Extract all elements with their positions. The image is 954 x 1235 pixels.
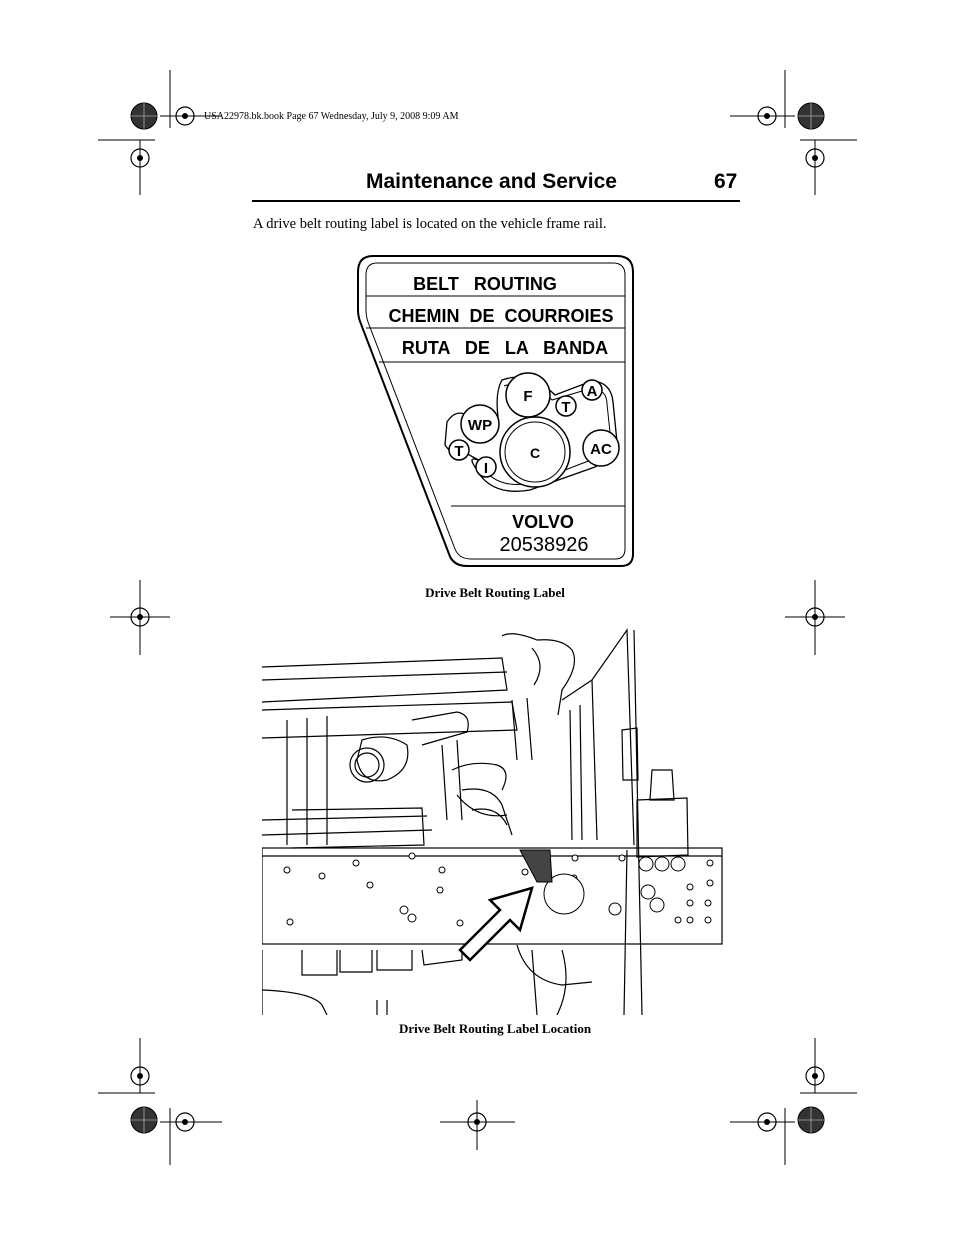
caption-belt-routing-label: Drive Belt Routing Label [425, 585, 565, 600]
title-rule [252, 200, 740, 202]
label-brand: VOLVO [512, 512, 574, 532]
pulley-f: F [523, 388, 532, 405]
body-text: A drive belt routing label is located on… [253, 216, 607, 232]
pulley-a: A [587, 383, 598, 400]
pulley-t-lower: T [454, 443, 463, 460]
engine-frame-illustration [262, 628, 723, 1015]
caption-label-location: Drive Belt Routing Label Location [398, 1021, 592, 1036]
pulley-i: I [484, 460, 488, 477]
page-number: 67 [714, 170, 738, 193]
section-title: Maintenance and Service [366, 170, 617, 193]
label-line-2: CHEMIN DE COURROIES [388, 306, 613, 326]
label-line-1: BELT ROUTING [413, 274, 557, 294]
print-header: USA22978.bk.book Page 67 Wednesday, July… [204, 111, 459, 122]
belt-routing-label: BELT ROUTING CHEMIN DE COURROIES RUTA DE… [357, 255, 634, 567]
label-part-number: 20538926 [500, 534, 589, 556]
pulley-ac: AC [590, 441, 612, 458]
pulley-t-upper: T [561, 399, 570, 416]
pulley-wp: WP [468, 417, 492, 434]
label-line-3: RUTA DE LA BANDA [402, 338, 608, 358]
pulley-c: C [530, 445, 540, 461]
